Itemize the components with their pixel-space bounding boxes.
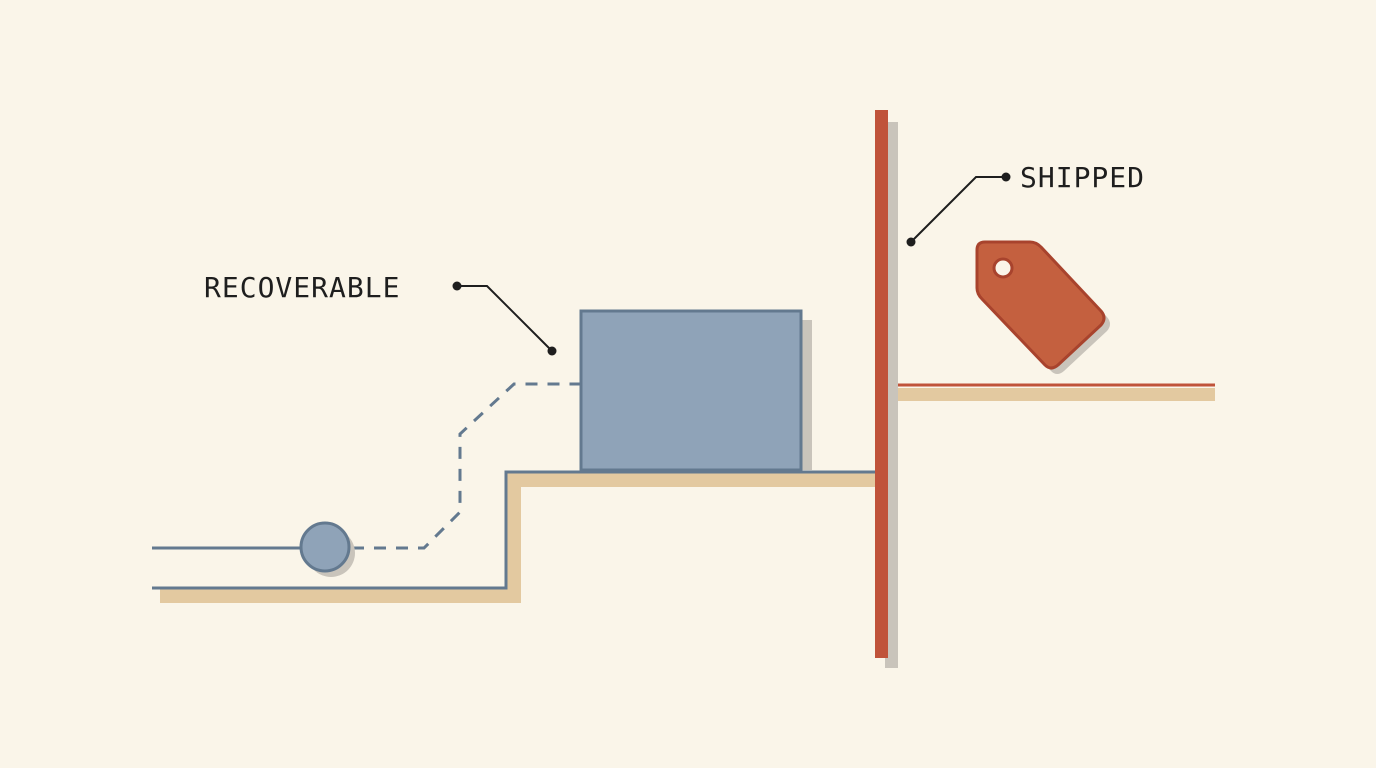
shipped-leader-dot-start	[906, 237, 916, 247]
circle-token	[299, 521, 351, 573]
shipped-callout: SHIPPED	[906, 161, 1145, 247]
recoverable-leader-dot-end	[547, 346, 557, 356]
barrier-shadow	[885, 122, 898, 668]
price-tag-icon	[975, 240, 1110, 374]
barrier	[875, 110, 888, 658]
step-path	[152, 470, 876, 590]
shipped-label: SHIPPED	[1020, 161, 1145, 194]
recoverable-label: RECOVERABLE	[204, 271, 400, 304]
dashed-connector	[352, 382, 582, 550]
recoverable-block	[579, 309, 803, 472]
right-shelf-shadow	[886, 388, 1215, 401]
shipped-leader-dot-end	[1001, 172, 1011, 182]
step-path-shadow	[160, 473, 876, 603]
recoverable-callout: RECOVERABLE	[204, 271, 557, 356]
shipped-leader	[910, 176, 1006, 243]
recoverable-leader-dot-start	[452, 281, 462, 291]
recoverable-leader	[457, 285, 553, 352]
